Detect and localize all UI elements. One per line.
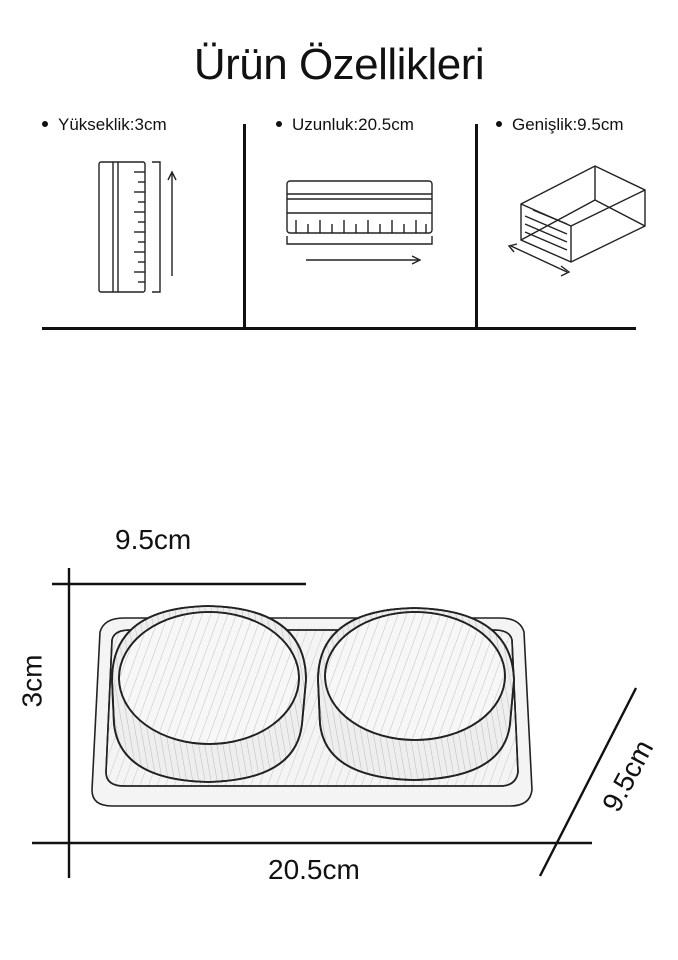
box-width-icon [507, 165, 646, 277]
column-divider [243, 124, 246, 330]
spec-width: Genişlik:9.5cm [496, 115, 623, 135]
vertical-ruler-icon [98, 161, 177, 293]
page-title: Ürün Özellikleri [193, 40, 485, 89]
spec-width-label: Genişlik:9.5cm [512, 115, 624, 134]
bullet-icon [496, 120, 502, 127]
spec-height: Yükseklik:3cm [42, 115, 167, 135]
dimension-width-top: 9.5cm [115, 524, 192, 555]
spec-length: Uzunluk:20.5cm [276, 115, 414, 135]
bullet-icon [276, 120, 282, 127]
horizontal-ruler-icon [286, 180, 433, 265]
bullet-icon [42, 120, 48, 127]
spec-height-label: Yükseklik:3cm [58, 115, 167, 134]
dimension-length-bottom: 20.5cm [268, 854, 360, 885]
column-divider [475, 124, 478, 330]
spec-length-label: Uzunluk:20.5cm [292, 115, 414, 134]
spec-baseline [42, 327, 636, 330]
